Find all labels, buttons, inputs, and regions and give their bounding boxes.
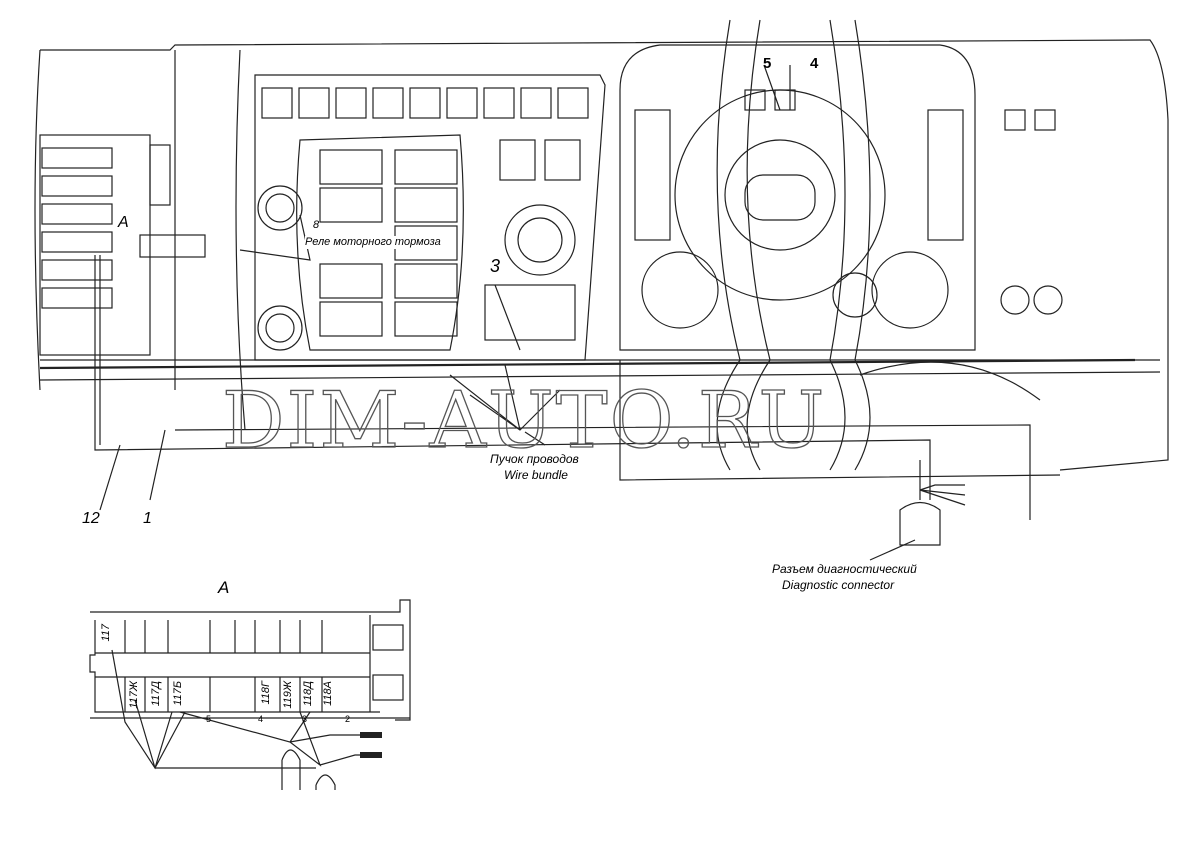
switch-key [372, 87, 404, 119]
wire-label: 117Ж [128, 681, 140, 709]
detail-a-title: A [218, 578, 230, 597]
instrument-cluster [619, 19, 1063, 481]
relay [319, 149, 383, 185]
switch-key [409, 87, 441, 119]
fuse-row [41, 287, 113, 309]
relay [319, 263, 383, 299]
wire-harness [94, 64, 1031, 561]
pin-number: 5 [206, 714, 212, 724]
relay [394, 263, 458, 299]
wire-label: 119Ж [282, 681, 294, 709]
diagnostic-connector-shape [899, 484, 966, 546]
pin-number: 4 [258, 714, 264, 724]
relay [394, 301, 458, 337]
switch-key [520, 87, 552, 119]
pin-number: 2 [345, 714, 351, 724]
diag-connector-ru: Разъем диагностический [772, 562, 917, 576]
switch-key [335, 87, 367, 119]
relay [319, 301, 383, 337]
wire-label: 118А [322, 681, 334, 706]
wire-label: 118Д [302, 681, 314, 707]
item-5-label: 5 [763, 55, 772, 72]
pin-label: 117 [100, 624, 112, 642]
switch-key [298, 87, 330, 119]
relay [394, 149, 458, 185]
detail-a-drawing [89, 599, 411, 790]
fuse-row [41, 259, 113, 281]
fuse-row [41, 203, 113, 225]
wire-label: 117Б [172, 681, 184, 706]
item-12-label: 12 [82, 510, 100, 527]
relay [319, 187, 383, 223]
wire-bundle-en: Wire bundle [504, 468, 568, 482]
left-fuse-block [39, 134, 206, 356]
view-a-callout: A [118, 214, 129, 231]
item-8-label: 8 [313, 219, 320, 232]
item-4-label: 4 [810, 55, 819, 72]
diag-connector-en: Diagnostic connector [782, 578, 895, 592]
switch-key [261, 87, 293, 119]
wire-label: 117Д [150, 681, 162, 707]
fuse-row [41, 231, 113, 253]
relay [394, 187, 458, 223]
switch-key [446, 87, 478, 119]
fuse-row [41, 147, 113, 169]
switch-key [483, 87, 515, 119]
engine-brake-relay-label: Реле моторного тормоза [305, 236, 441, 249]
wire-bundle-ru: Пучок проводов [490, 452, 579, 466]
fuse-row [41, 175, 113, 197]
wire-label: 118Г [260, 681, 272, 705]
watermark: DIM-AUTO.RU [222, 376, 826, 466]
switch-key [557, 87, 589, 119]
relay-panel [254, 74, 606, 361]
dashboard-outline [34, 39, 1169, 471]
item-3-label: 3 [490, 256, 501, 276]
pin-number: 3 [302, 714, 308, 724]
item-1-label: 1 [143, 510, 152, 527]
